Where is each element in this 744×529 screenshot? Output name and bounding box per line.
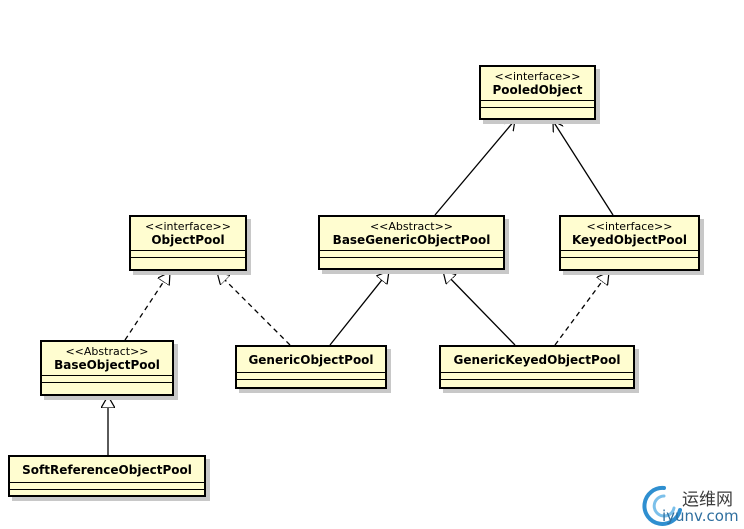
- stereotype-label: <<interface>>: [586, 220, 673, 233]
- assoc-basegeneric-pooledobject: [434, 120, 515, 216]
- watermark-logo: 运维网 iyunv.com: [640, 480, 744, 529]
- class-object-pool[interactable]: <<interface>> ObjectPool: [129, 215, 247, 271]
- class-name: KeyedObjectPool: [571, 233, 688, 247]
- operations-compartment: [131, 258, 245, 264]
- class-pooled-object[interactable]: <<interface>> PooledObject: [479, 65, 596, 120]
- stereotype-label: <<interface>>: [145, 220, 231, 233]
- class-name: GenericKeyedObjectPool: [453, 353, 621, 367]
- class-base-object-pool[interactable]: <<Abstract>> BaseObjectPool: [40, 340, 174, 396]
- gen-generickeyed-basegeneric: [443, 271, 516, 346]
- class-generic-keyed-object-pool[interactable]: GenericKeyedObjectPool: [439, 345, 635, 389]
- stereotype-label: <<Abstract>>: [65, 345, 149, 358]
- attributes-compartment: [320, 251, 503, 258]
- class-name: SoftReferenceObjectPool: [22, 463, 192, 477]
- class-base-generic-object-pool[interactable]: <<Abstract>> BaseGenericObjectPool: [318, 215, 505, 270]
- class-name: BaseObjectPool: [54, 358, 160, 372]
- class-name: ObjectPool: [151, 233, 225, 247]
- watermark-swirl-icon: [642, 485, 682, 526]
- attributes-compartment: [561, 251, 698, 258]
- class-keyed-object-pool[interactable]: <<interface>> KeyedObjectPool: [559, 215, 700, 271]
- operations-compartment: [561, 258, 698, 264]
- class-name: BaseGenericObjectPool: [332, 233, 491, 247]
- operations-compartment: [481, 108, 594, 114]
- realize-genericobjectpool-objectpool: [217, 272, 291, 346]
- attributes-compartment: [481, 101, 594, 108]
- class-soft-reference-object-pool[interactable]: SoftReferenceObjectPool: [8, 455, 206, 497]
- stereotype-label: <<Abstract>>: [369, 220, 454, 233]
- gen-genericobjectpool-basegeneric: [329, 271, 389, 346]
- assoc-keyed-pooledobject: [553, 121, 614, 216]
- watermark-url-text: iyunv.com: [662, 507, 739, 525]
- operations-compartment: [320, 258, 503, 264]
- stereotype-label: <<interface>>: [494, 70, 581, 83]
- attributes-compartment: [237, 373, 385, 380]
- operations-compartment: [441, 380, 633, 386]
- operations-compartment: [10, 490, 204, 496]
- attributes-compartment: [42, 376, 172, 383]
- class-name: PooledObject: [492, 83, 583, 97]
- operations-compartment: [42, 383, 172, 389]
- watermark-chinese-text: 运维网: [682, 490, 733, 510]
- realize-baseobjectpool-objectpool: [124, 272, 170, 341]
- class-name: GenericObjectPool: [248, 353, 374, 367]
- operations-compartment: [237, 380, 385, 386]
- attributes-compartment: [131, 251, 245, 258]
- attributes-compartment: [10, 483, 204, 490]
- attributes-compartment: [441, 373, 633, 380]
- class-generic-object-pool[interactable]: GenericObjectPool: [235, 345, 387, 389]
- realize-generickeyed-keyed: [554, 272, 609, 346]
